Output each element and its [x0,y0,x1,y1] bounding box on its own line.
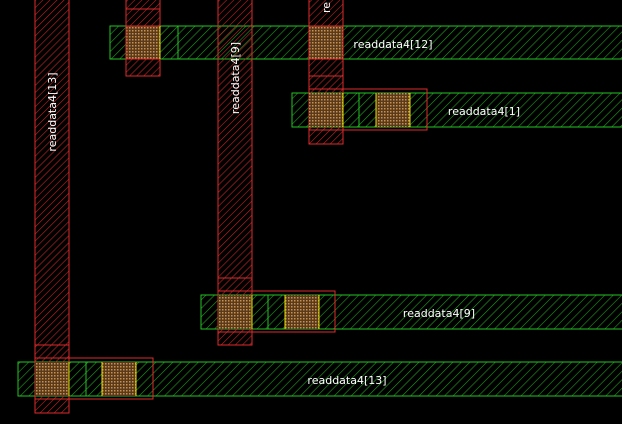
via-readdata4-13[interactable] [34,357,154,400]
net-label-vertical-top-clipped: re [320,2,333,13]
net-label-horizontal-lower-middle: readdata4[9] [403,307,475,320]
wire-readdata4-9-vertical[interactable] [217,0,253,346]
net-label-horizontal-upper-right: readdata4[1] [448,105,520,118]
via-clipped-column[interactable] [308,25,344,60]
via-readdata4-1-cell-2 [376,93,410,127]
wire-readdata4-13-vertical-body[interactable] [34,0,70,414]
wire-readdata4-13-vertical[interactable] [34,0,70,414]
via-readdata4-9[interactable] [217,290,336,333]
wire-readdata4-9-vertical-body[interactable] [217,0,253,346]
via-top-stub-body[interactable] [125,25,161,60]
wire-readdata4-1-body[interactable] [291,92,622,128]
via-readdata4-13-cell-2 [102,362,136,396]
via-readdata4-13-cell-1 [35,362,69,396]
net-label-horizontal-top: readdata4[12] [353,38,432,51]
via-clipped-column-upper[interactable] [308,25,344,60]
via-top-stub[interactable] [125,25,161,60]
wire-readdata4-9-horizontal-body[interactable] [200,294,622,330]
wire-readdata4-1[interactable] [291,92,622,128]
via-readdata4-1[interactable] [308,88,428,131]
via-readdata4-9-cell-1 [218,295,252,329]
via-readdata4-1-cell-1 [309,93,343,127]
wire-readdata4-9-horizontal[interactable] [200,294,622,330]
via-readdata4-9-cell-2 [285,295,319,329]
net-label-vertical-tall-left: readdata4[13] [46,72,59,151]
wire-readdata4-12[interactable] [109,25,622,60]
net-label-vertical-middle: readdata4[9] [229,42,242,114]
net-label-horizontal-bottom: readdata4[13] [307,374,386,387]
wire-readdata4-12-body[interactable] [109,25,622,60]
